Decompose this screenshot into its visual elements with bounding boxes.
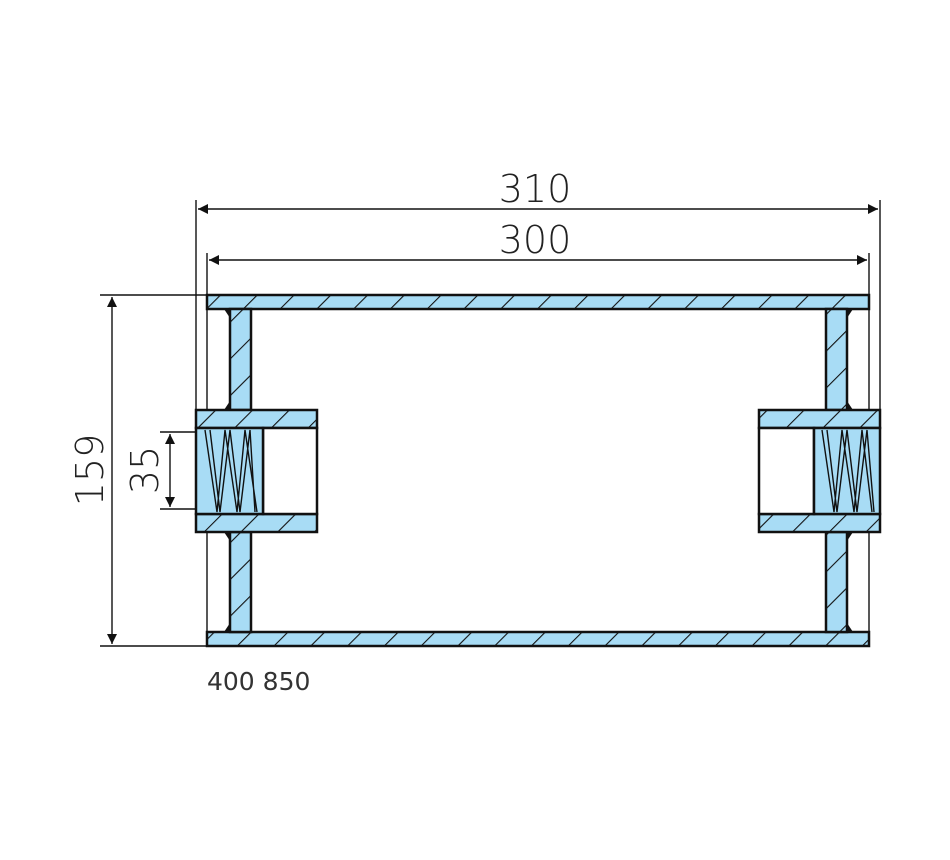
dimension-label-159: 159 [68, 434, 112, 507]
dimension-inner-width: 300 [206, 218, 870, 295]
tube-bottom-wall [205, 630, 871, 648]
dimension-label-300: 300 [499, 218, 572, 262]
dimension-label-35: 35 [123, 446, 167, 494]
right-spring-bearing [812, 426, 882, 516]
tube-top-wall [205, 293, 871, 311]
dimension-label-310: 310 [499, 167, 572, 211]
part-number: 400 850 [207, 667, 310, 696]
dimension-overall-width: 310 [195, 167, 881, 410]
dimension-height: 159 [68, 294, 207, 647]
right-end-cap [757, 307, 882, 634]
dimension-bore: 35 [123, 431, 205, 510]
left-end-cap [194, 307, 319, 634]
